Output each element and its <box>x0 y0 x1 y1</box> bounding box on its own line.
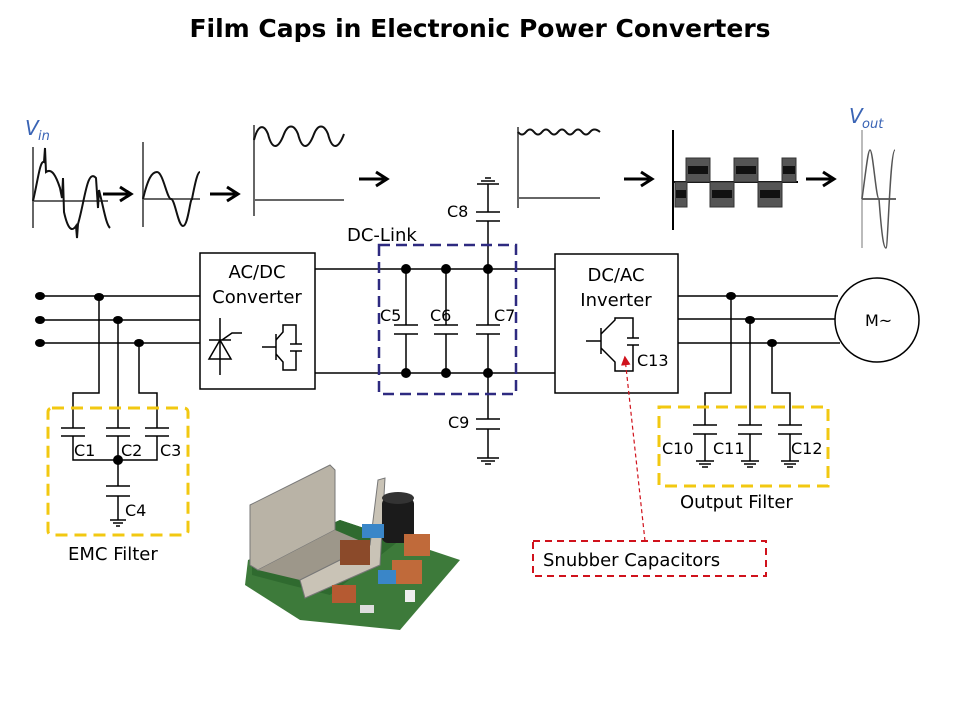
dc-link-label: DC-Link <box>347 225 417 246</box>
arrow-icon <box>806 170 837 188</box>
cap-label-c3: C3 <box>160 441 181 460</box>
cap-label-c4: C4 <box>125 501 146 520</box>
svg-text:V: V <box>25 116 40 140</box>
converter-board-photo <box>245 464 460 630</box>
arrow-icon <box>210 185 241 203</box>
cap-label-c2: C2 <box>121 441 142 460</box>
thyristor-icon <box>207 318 242 375</box>
dcac-inverter-block <box>554 253 679 394</box>
waveform-filtered-sine <box>142 142 201 228</box>
waveform-output-sine <box>861 130 896 249</box>
input-lines <box>35 292 200 428</box>
cap-label-c7: C7 <box>494 306 515 325</box>
vin-label: V in <box>25 116 50 144</box>
cap-label-c9: C9 <box>448 413 469 432</box>
cap-label-c12: C12 <box>791 439 823 458</box>
acdc-label-line2: Converter <box>212 287 302 308</box>
output-lines <box>678 292 840 425</box>
cap-label-c10: C10 <box>662 439 694 458</box>
slide-title: Film Caps in Electronic Power Converters <box>189 14 771 43</box>
svg-text:in: in <box>38 129 50 144</box>
output-filter-box <box>657 405 830 488</box>
emc-filter-box <box>46 406 190 537</box>
arrow-icon <box>359 170 390 188</box>
cap-label-c6: C6 <box>430 306 451 325</box>
cap-label-c11: C11 <box>713 439 745 458</box>
waveform-rectified-ripple <box>253 125 345 216</box>
waveform-pwm-output <box>672 130 798 230</box>
snubber-label: Snubber Capacitors <box>543 550 720 571</box>
cap-label-c13: C13 <box>637 351 669 370</box>
inverter-igbt-icon <box>586 317 639 372</box>
svg-text:out: out <box>862 117 884 132</box>
cap-label-c5: C5 <box>380 306 401 325</box>
motor-icon <box>834 277 920 363</box>
dcac-label-line1: DC/AC <box>587 265 644 286</box>
snubber-pointer-arrow <box>621 355 646 542</box>
arrow-icon <box>624 170 655 188</box>
cap-label-c1: C1 <box>74 441 95 460</box>
svg-text:V: V <box>849 104 864 128</box>
emc-filter-capacitors <box>61 427 169 527</box>
waveform-dc-link-smooth <box>517 127 601 208</box>
emc-filter-label: EMC Filter <box>68 544 158 565</box>
vout-label: V out <box>849 104 884 132</box>
dcac-label-line2: Inverter <box>580 290 652 311</box>
output-filter-label: Output Filter <box>680 492 793 513</box>
output-filter-capacitors <box>693 424 802 468</box>
motor-label: M~ <box>865 311 892 330</box>
arrow-icon <box>103 185 134 203</box>
acdc-label-line1: AC/DC <box>228 262 285 283</box>
dc-link-box <box>377 243 518 396</box>
snubber-box <box>532 540 767 577</box>
igbt-icon <box>262 324 302 371</box>
cap-label-c8: C8 <box>447 202 468 221</box>
waveform-input-distorted <box>32 147 111 239</box>
